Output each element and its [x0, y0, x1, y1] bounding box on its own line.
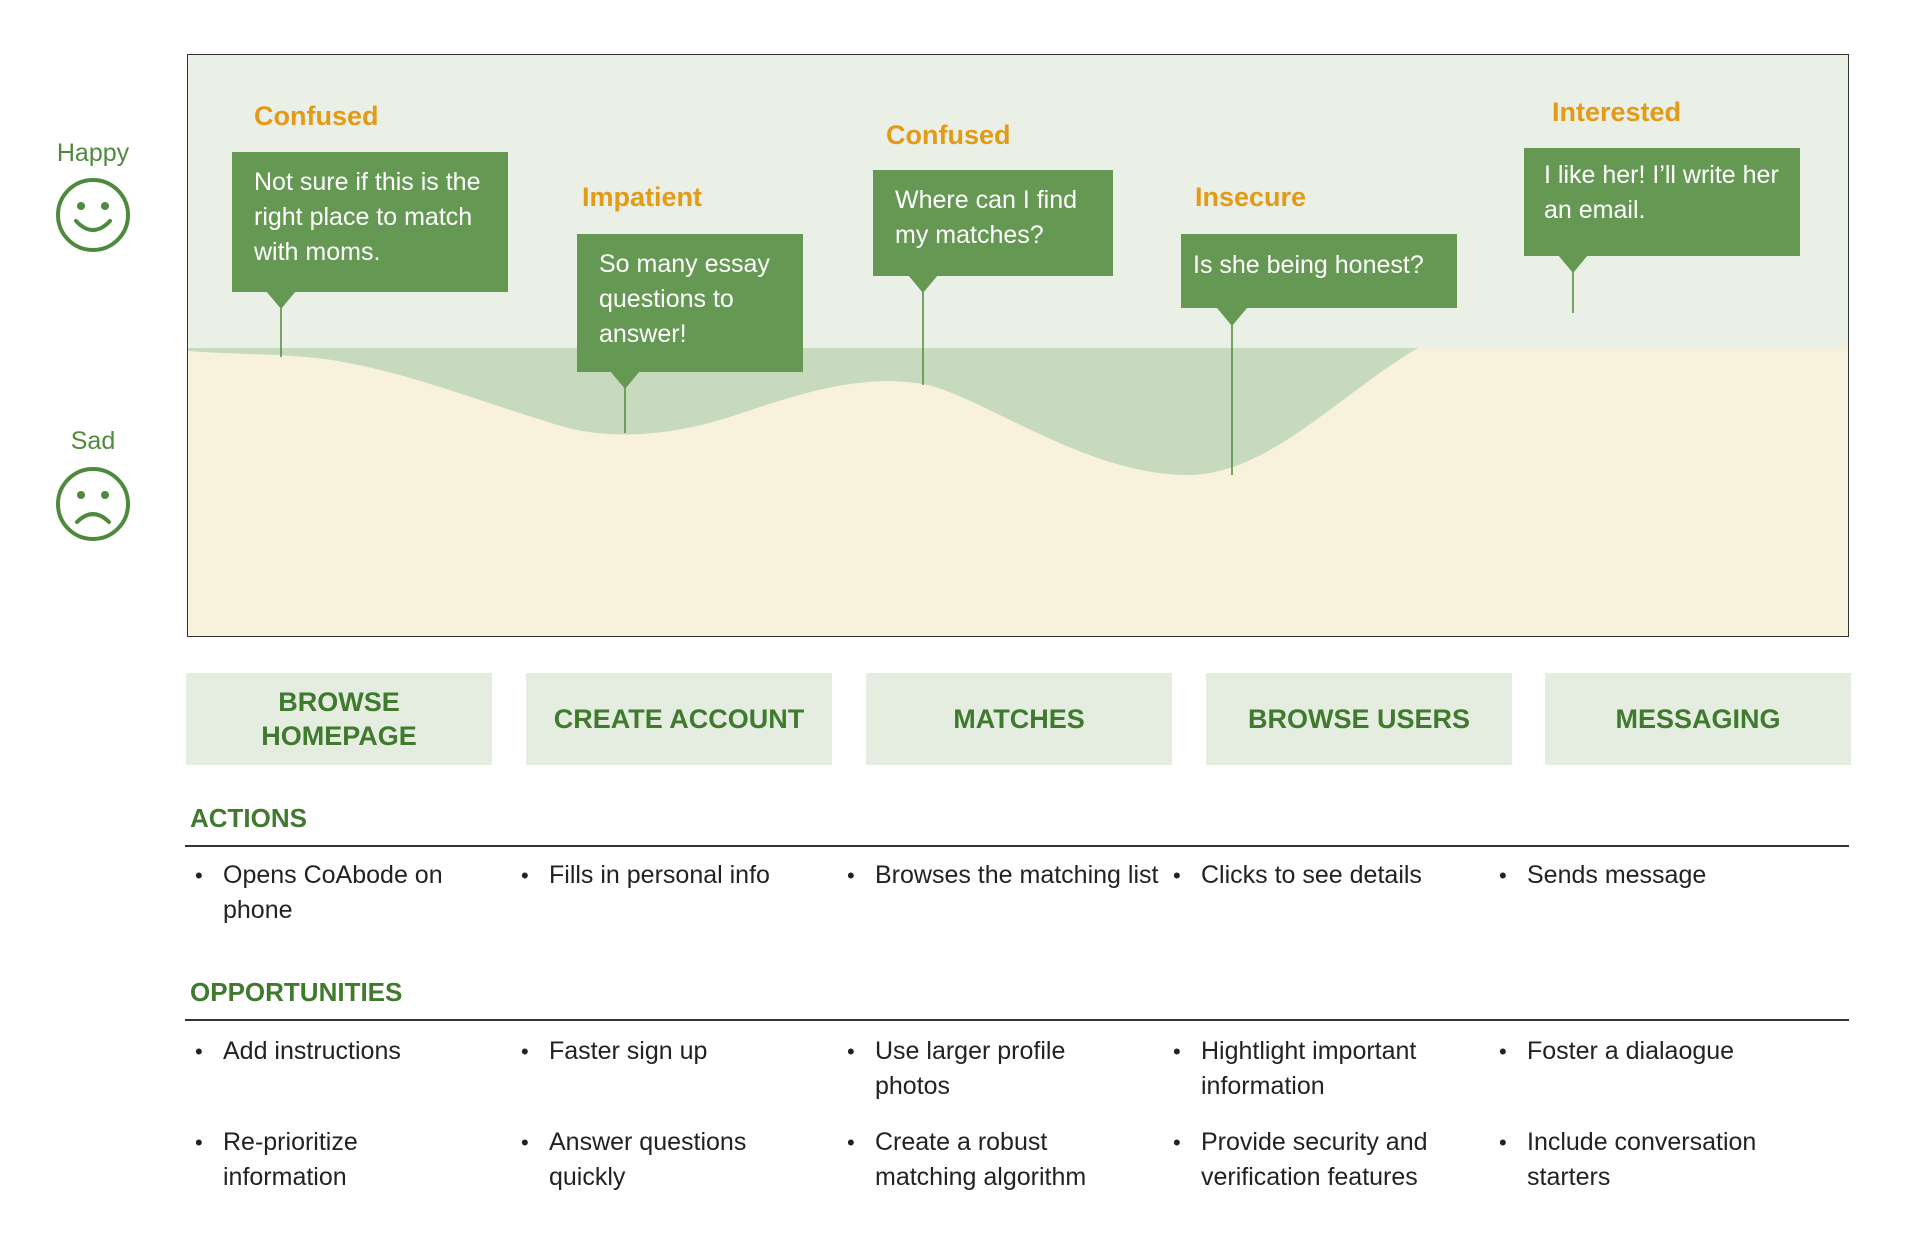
- action-item: •Clicks to see details: [1173, 861, 1422, 889]
- action-item: •Sends message: [1499, 861, 1707, 889]
- emotion-journey-chart: Confused Not sure if this is the right p…: [187, 54, 1849, 637]
- actions-divider: [185, 845, 1849, 847]
- curve-top-fill: [1318, 292, 1848, 348]
- bubble-pointer-4: [1217, 308, 1247, 326]
- emotion-label-1: Confused: [254, 101, 379, 131]
- emotion-curve-area: [188, 292, 1848, 636]
- opportunity-item: •Include conversation starters: [1499, 1128, 1757, 1191]
- opportunity-item: •Foster a dialaogue: [1499, 1037, 1735, 1065]
- bubble-pointer-1: [266, 291, 296, 309]
- phase-create-account: CREATE ACCOUNT: [526, 673, 832, 765]
- phase-browse-homepage: BROWSE HOMEPAGE: [186, 673, 492, 765]
- opportunity-item: •Provide security and verification featu…: [1173, 1128, 1428, 1191]
- thought-bubble-4: Is she being honest?: [1181, 234, 1457, 308]
- opportunity-item: •Use larger profile photos: [847, 1037, 1066, 1100]
- sad-face-icon: [56, 467, 130, 541]
- actions-heading: ACTIONS: [190, 803, 307, 833]
- bubble-pointer-3: [908, 275, 938, 293]
- thought-bubble-2: So many essay questions to answer!: [577, 234, 803, 372]
- thought-bubble-3: Where can I find my matches?: [873, 170, 1113, 276]
- opportunity-item: •Add instructions: [195, 1037, 401, 1065]
- emotion-label-3: Confused: [886, 120, 1011, 150]
- emotion-label-4: Insecure: [1195, 182, 1307, 212]
- action-item: •Opens CoAbode on phone: [195, 861, 443, 924]
- emotion-label-5: Interested: [1552, 97, 1682, 127]
- phase-matches: MATCHES: [866, 673, 1172, 765]
- sad-label: Sad: [70, 427, 116, 455]
- opportunities-heading: OPPORTUNITIES: [190, 977, 403, 1007]
- action-item: •Fills in personal info: [521, 861, 770, 889]
- emotion-curve-graphic: [188, 255, 1848, 636]
- bubble-pointer-2: [610, 371, 640, 389]
- opportunity-item: •Answer questions quickly: [521, 1128, 747, 1191]
- phase-messaging: MESSAGING: [1545, 673, 1851, 765]
- opportunity-item: •Hightlight important information: [1173, 1037, 1417, 1100]
- thought-bubble-5: I like her! I’ll write her an email.: [1524, 148, 1800, 256]
- opportunities-divider: [185, 1019, 1849, 1021]
- happy-label: Happy: [56, 139, 130, 167]
- emotion-label-2: Impatient: [582, 182, 703, 212]
- opportunity-item: •Faster sign up: [521, 1037, 708, 1065]
- thought-bubble-1: Not sure if this is the right place to m…: [232, 152, 508, 292]
- action-item: •Browses the matching list: [847, 861, 1159, 889]
- phase-browse-users: BROWSE USERS: [1206, 673, 1512, 765]
- opportunity-item: •Create a robust matching algorithm: [847, 1128, 1087, 1191]
- opportunity-item: •Re-prioritize information: [195, 1128, 358, 1191]
- smiley-face-icon: [56, 178, 130, 252]
- bubble-pointer-5: [1558, 255, 1588, 273]
